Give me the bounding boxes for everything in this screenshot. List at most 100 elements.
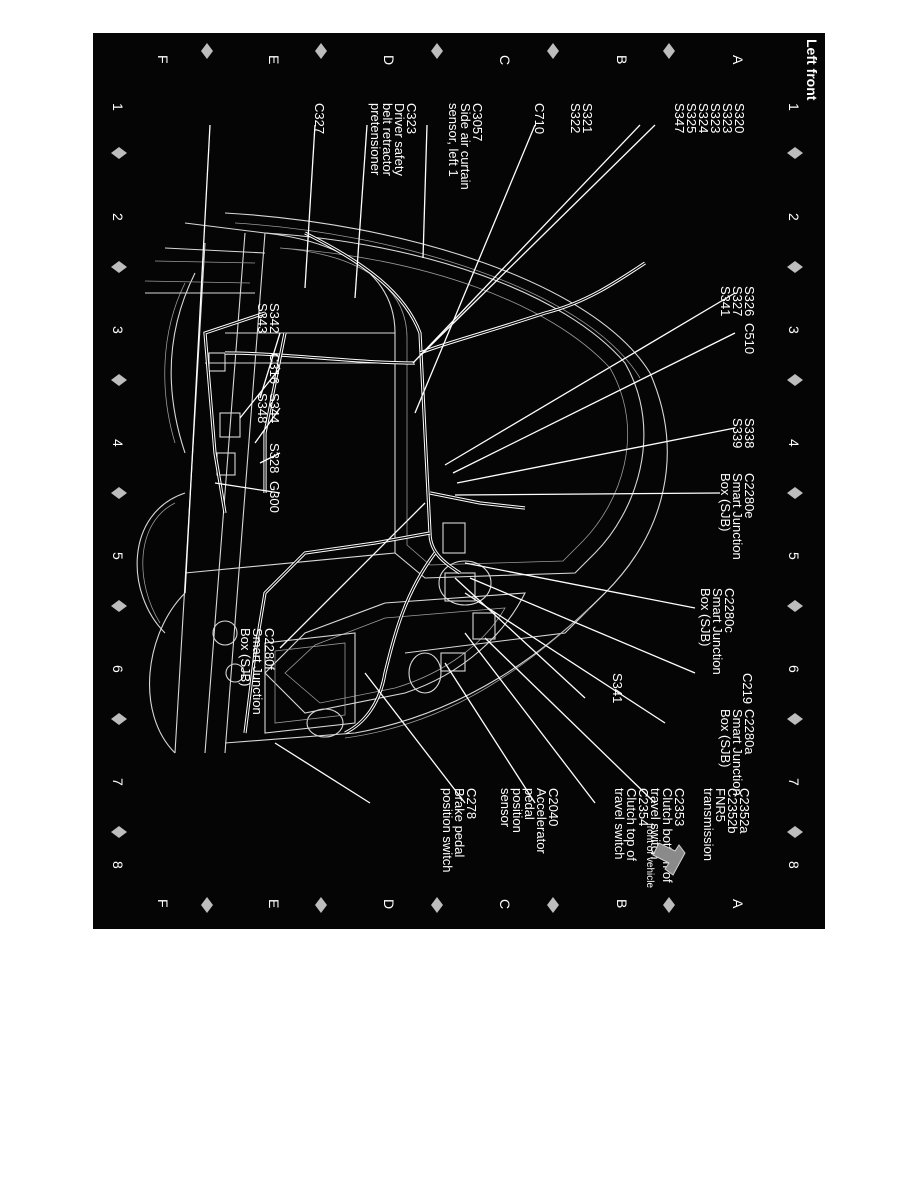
connector-label: C2280fSmart JunctionBox (SJB) xyxy=(238,628,277,715)
label-line: C278 xyxy=(464,788,479,819)
row-label-right: D xyxy=(381,899,397,909)
label-line: S321 xyxy=(580,103,595,133)
leader-lines xyxy=(184,124,736,804)
grid-tick xyxy=(663,43,675,59)
splice-label: S326S327S341 xyxy=(718,286,757,316)
grid-tick xyxy=(787,374,803,386)
leader-line xyxy=(464,632,596,804)
splice-label: S321S322 xyxy=(568,103,595,133)
connector-label: C316 xyxy=(267,353,282,384)
grid-tick xyxy=(547,897,559,913)
row-label-right: A xyxy=(730,899,746,909)
col-label-bottom: 7 xyxy=(110,778,126,786)
label-line: Smart Junction xyxy=(710,588,725,675)
col-label-top: 5 xyxy=(786,552,802,560)
label-line: Accelerator xyxy=(534,788,549,854)
front-of-vehicle-indicator: front of vehicle xyxy=(644,823,686,888)
col-label-bottom: 5 xyxy=(110,552,126,560)
row-label-right: C xyxy=(497,899,513,909)
label-line: S327 xyxy=(730,286,745,316)
label-line: Clutch top of xyxy=(624,788,639,861)
connector-label: C3057Side air curtainsensor, left 1 xyxy=(446,103,485,190)
leader-line xyxy=(304,124,316,289)
label-line: S323 xyxy=(720,103,735,133)
grid-tick xyxy=(787,713,803,725)
row-label-right: F xyxy=(155,899,171,908)
label-line: Box (SJB) xyxy=(238,628,253,687)
front-arrow-icon xyxy=(652,842,686,876)
col-label-top: 8 xyxy=(786,861,802,869)
label-line: Driver safety xyxy=(392,103,407,176)
splice-label: S338S339 xyxy=(730,418,757,448)
label-line: position xyxy=(510,788,525,833)
col-label-bottom: 3 xyxy=(110,326,126,334)
row-label-left: E xyxy=(266,55,282,64)
label-line: S323 xyxy=(708,103,723,133)
diagram-title: Left front xyxy=(804,39,820,101)
leader-line xyxy=(259,332,281,399)
leader-line xyxy=(464,562,696,609)
splice-label: S342S343 xyxy=(255,303,282,333)
label-line: travel switch xyxy=(612,788,627,860)
label-line: C2352b xyxy=(725,788,740,834)
connector-label: C323Driver safetybelt retractorpretensio… xyxy=(368,103,419,177)
diagram-canvas: Left front 1 2 3 4 5 6 7 8 1 2 3 4 5 6 7… xyxy=(110,39,820,913)
leader-line xyxy=(364,672,466,804)
leader-line xyxy=(254,407,281,444)
label-line: S341 xyxy=(718,286,733,316)
grid-column-labels-bottom: 1 2 3 4 5 6 7 8 xyxy=(110,103,126,869)
label-line: S339 xyxy=(730,418,745,448)
rotated-diagram: Left front 1 2 3 4 5 6 7 8 1 2 3 4 5 6 7… xyxy=(110,39,820,913)
label-line: C2352a xyxy=(737,788,752,834)
row-label-right: B xyxy=(614,899,630,908)
connector-label: C2280cSmart JunctionBox (SJB) xyxy=(698,588,737,675)
row-label-left: F xyxy=(155,55,171,64)
grid-tick xyxy=(111,374,127,386)
leader-line xyxy=(452,332,736,474)
col-label-top: 6 xyxy=(786,665,802,673)
wiring-harness xyxy=(203,231,646,735)
label-line: Smart Junction xyxy=(730,473,745,560)
label-line: C2280f xyxy=(262,628,277,670)
leader-line xyxy=(422,124,428,259)
label-line: position switch xyxy=(440,788,455,873)
connector-label: C2352aC2352bFNR5transmission xyxy=(701,788,752,861)
connector-label: C510 xyxy=(742,323,757,354)
label-line: S325 xyxy=(684,103,699,133)
leader-line xyxy=(274,742,371,804)
row-label-left: B xyxy=(614,55,630,64)
connector-labels: S320S323S323S324S325S347 S321S322 C710 C… xyxy=(238,103,757,888)
leader-line xyxy=(444,662,536,804)
col-label-top: 1 xyxy=(786,103,802,111)
label-line: Box (SJB) xyxy=(718,709,733,768)
grid-tick xyxy=(111,600,127,612)
leader-line xyxy=(412,124,641,364)
label-line: Box (SJB) xyxy=(698,588,713,647)
splice-label: S328 xyxy=(267,443,282,473)
label-line: Smart Junction xyxy=(250,628,265,715)
label-line: C2040 xyxy=(546,788,561,826)
grid-tick xyxy=(315,43,327,59)
col-label-top: 7 xyxy=(786,778,802,786)
connector-label: C327 xyxy=(312,103,327,134)
connector-label: C2280eSmart JunctionBox (SJB) xyxy=(718,473,757,560)
wiring-location-diagram: Left front 1 2 3 4 5 6 7 8 1 2 3 4 5 6 7… xyxy=(93,33,825,929)
row-label-left: C xyxy=(497,55,513,65)
leader-line xyxy=(354,124,368,299)
col-label-top: 2 xyxy=(786,213,802,221)
label-line: C2280e xyxy=(742,473,757,519)
label-line: Smart Junction xyxy=(730,709,745,796)
leader-line xyxy=(454,492,721,496)
label-line: travel switch xyxy=(648,788,663,860)
col-label-bottom: 4 xyxy=(110,439,126,447)
connector-label: C219 xyxy=(740,673,755,704)
grid-tick xyxy=(787,261,803,273)
leader-line xyxy=(214,482,281,494)
front-of-vehicle-label: front of vehicle xyxy=(644,823,655,888)
connector-label: C2040Acceleratorpedalpositionsensor xyxy=(498,788,561,854)
label-line: C2354 xyxy=(636,788,651,826)
grid-tick xyxy=(787,487,803,499)
grid-tick xyxy=(111,713,127,725)
grid-tick xyxy=(431,43,443,59)
col-label-bottom: 6 xyxy=(110,665,126,673)
